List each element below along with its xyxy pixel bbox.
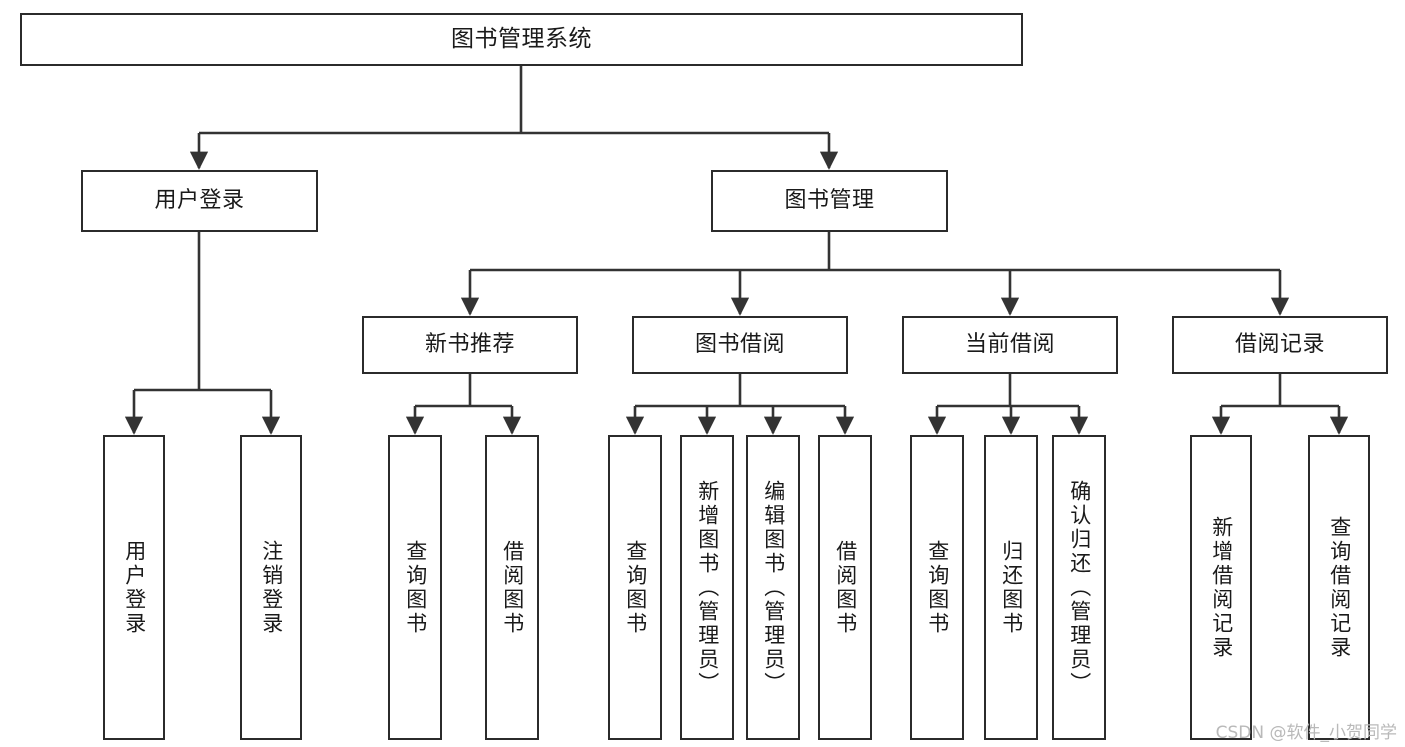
node-leaf-add-record-label: 新增借阅记录 — [1209, 515, 1234, 660]
node-leaf-confirm-return-label: 确认归还（管理员） — [1067, 479, 1092, 696]
node-borrow-record[interactable]: 借阅记录 — [1172, 316, 1388, 374]
node-borrow-record-label: 借阅记录 — [1234, 332, 1325, 358]
node-book-borrow-label: 图书借阅 — [694, 332, 785, 358]
node-leaf-query-book-1[interactable]: 查询图书 — [388, 435, 442, 740]
node-user-login[interactable]: 用户登录 — [81, 170, 318, 232]
node-leaf-query-record[interactable]: 查询借阅记录 — [1308, 435, 1370, 740]
node-leaf-edit-book-label: 编辑图书（管理员） — [761, 479, 786, 696]
node-new-book-recommend-label: 新书推荐 — [424, 332, 515, 358]
node-user-login-label: 用户登录 — [154, 188, 245, 214]
node-leaf-return-book[interactable]: 归还图书 — [984, 435, 1038, 740]
node-leaf-borrow-book-1[interactable]: 借阅图书 — [485, 435, 539, 740]
node-leaf-confirm-return[interactable]: 确认归还（管理员） — [1052, 435, 1106, 740]
node-leaf-add-book-label: 新增图书（管理员） — [695, 479, 720, 696]
node-new-book-recommend[interactable]: 新书推荐 — [362, 316, 578, 374]
node-book-manage-label: 图书管理 — [784, 188, 875, 214]
node-leaf-borrow-book-2[interactable]: 借阅图书 — [818, 435, 872, 740]
node-leaf-user-logout[interactable]: 注销登录 — [240, 435, 302, 740]
node-leaf-borrow-book-2-label: 借阅图书 — [833, 539, 858, 636]
node-current-borrow[interactable]: 当前借阅 — [902, 316, 1118, 374]
node-leaf-add-record[interactable]: 新增借阅记录 — [1190, 435, 1252, 740]
node-leaf-query-book-2[interactable]: 查询图书 — [608, 435, 662, 740]
node-leaf-edit-book[interactable]: 编辑图书（管理员） — [746, 435, 800, 740]
node-root-label: 图书管理系统 — [451, 26, 592, 53]
node-leaf-query-book-3[interactable]: 查询图书 — [910, 435, 964, 740]
node-book-manage[interactable]: 图书管理 — [711, 170, 948, 232]
node-leaf-user-login[interactable]: 用户登录 — [103, 435, 165, 740]
node-leaf-query-book-3-label: 查询图书 — [925, 539, 950, 636]
node-leaf-borrow-book-1-label: 借阅图书 — [500, 539, 525, 636]
node-leaf-query-book-1-label: 查询图书 — [403, 539, 428, 636]
node-leaf-query-record-label: 查询借阅记录 — [1327, 515, 1352, 660]
node-leaf-return-book-label: 归还图书 — [999, 539, 1024, 636]
node-leaf-user-login-label: 用户登录 — [122, 539, 147, 636]
node-current-borrow-label: 当前借阅 — [964, 332, 1055, 358]
node-leaf-add-book[interactable]: 新增图书（管理员） — [680, 435, 734, 740]
node-leaf-user-logout-label: 注销登录 — [259, 539, 284, 636]
node-root[interactable]: 图书管理系统 — [20, 13, 1023, 66]
node-book-borrow[interactable]: 图书借阅 — [632, 316, 848, 374]
node-leaf-query-book-2-label: 查询图书 — [623, 539, 648, 636]
